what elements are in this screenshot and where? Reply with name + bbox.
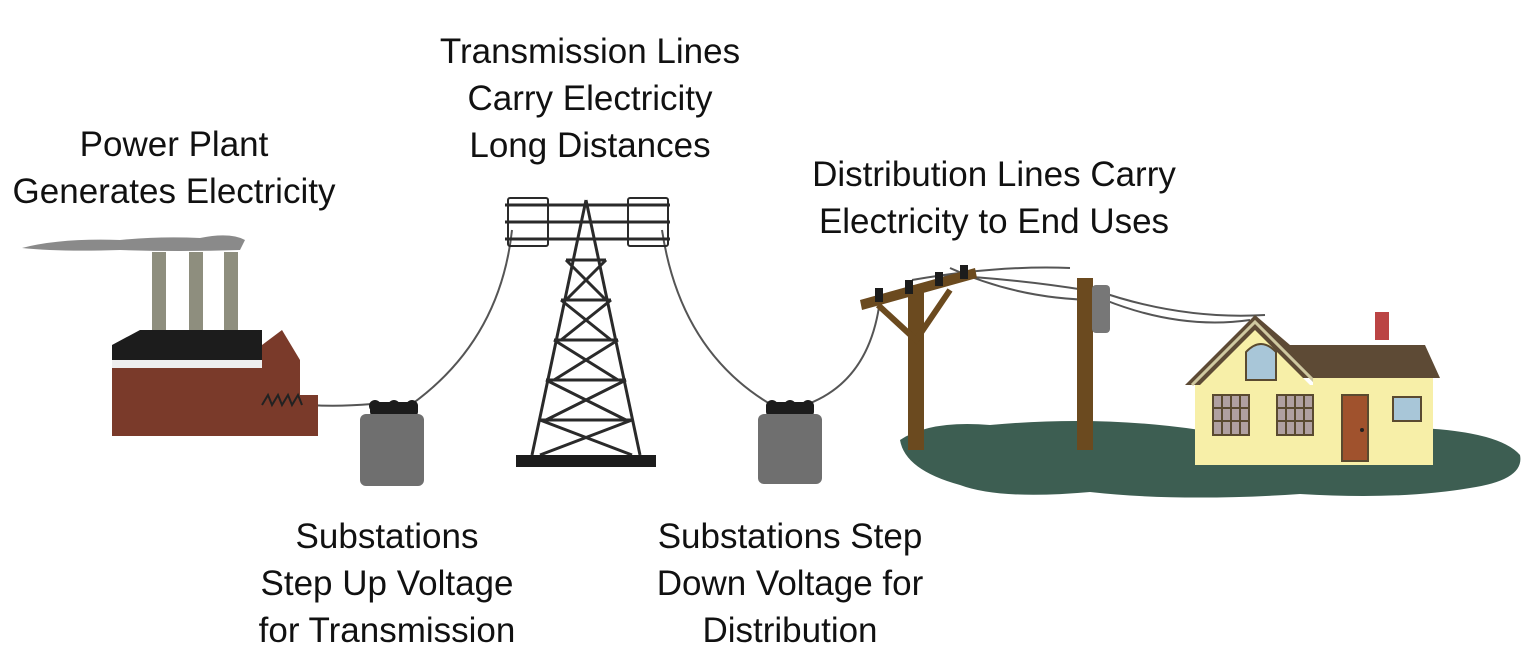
transmission-lines-caption: Transmission Lines Carry Electricity Lon… bbox=[410, 28, 770, 169]
substation-icon bbox=[758, 400, 822, 484]
plant-stripe bbox=[112, 360, 262, 368]
caption-line: Down Voltage for bbox=[656, 564, 924, 603]
caption-line: Transmission Lines bbox=[439, 32, 741, 71]
door bbox=[1341, 394, 1369, 462]
caption-line: Long Distances bbox=[469, 126, 711, 165]
caption-line: Power Plant bbox=[79, 125, 269, 164]
substation-icon bbox=[360, 400, 424, 486]
utility-pole-icon bbox=[1077, 278, 1110, 450]
plant-annex bbox=[262, 330, 318, 436]
smoke-plume bbox=[22, 235, 245, 251]
annex-sawtooth bbox=[261, 392, 303, 408]
caption-line: Substations Step bbox=[657, 517, 923, 556]
smokestack-1 bbox=[152, 252, 166, 332]
caption-line: Distribution bbox=[702, 611, 878, 650]
caption-line: for Transmission bbox=[258, 611, 516, 650]
plant-roof bbox=[112, 330, 262, 360]
attic-window bbox=[1245, 343, 1277, 381]
transmission-tower-icon bbox=[505, 197, 670, 467]
step-down-substation-caption: Substations Step Down Voltage for Distri… bbox=[630, 513, 950, 654]
house-windows bbox=[1212, 394, 1314, 436]
plant-wall bbox=[112, 368, 262, 436]
smokestack-3 bbox=[224, 252, 238, 332]
chimney bbox=[1375, 312, 1389, 340]
house-icon bbox=[1185, 312, 1440, 465]
side-window bbox=[1392, 396, 1422, 422]
caption-line: Distribution Lines Carry bbox=[812, 155, 1176, 194]
caption-line: Generates Electricity bbox=[12, 172, 336, 211]
caption-line: Substations bbox=[295, 517, 479, 556]
utility-pole-icon bbox=[860, 265, 977, 450]
smokestack-2 bbox=[189, 252, 203, 332]
power-wires bbox=[249, 229, 1266, 407]
caption-line: Electricity to End Uses bbox=[818, 202, 1170, 241]
caption-line: Step Up Voltage bbox=[260, 564, 514, 603]
caption-line: Carry Electricity bbox=[467, 79, 713, 118]
distribution-lines-caption: Distribution Lines Carry Electricity to … bbox=[780, 151, 1208, 245]
power-plant-caption: Power Plant Generates Electricity bbox=[0, 121, 348, 215]
step-up-substation-caption: Substations Step Up Voltage for Transmis… bbox=[235, 513, 539, 654]
power-plant-icon bbox=[22, 235, 318, 436]
